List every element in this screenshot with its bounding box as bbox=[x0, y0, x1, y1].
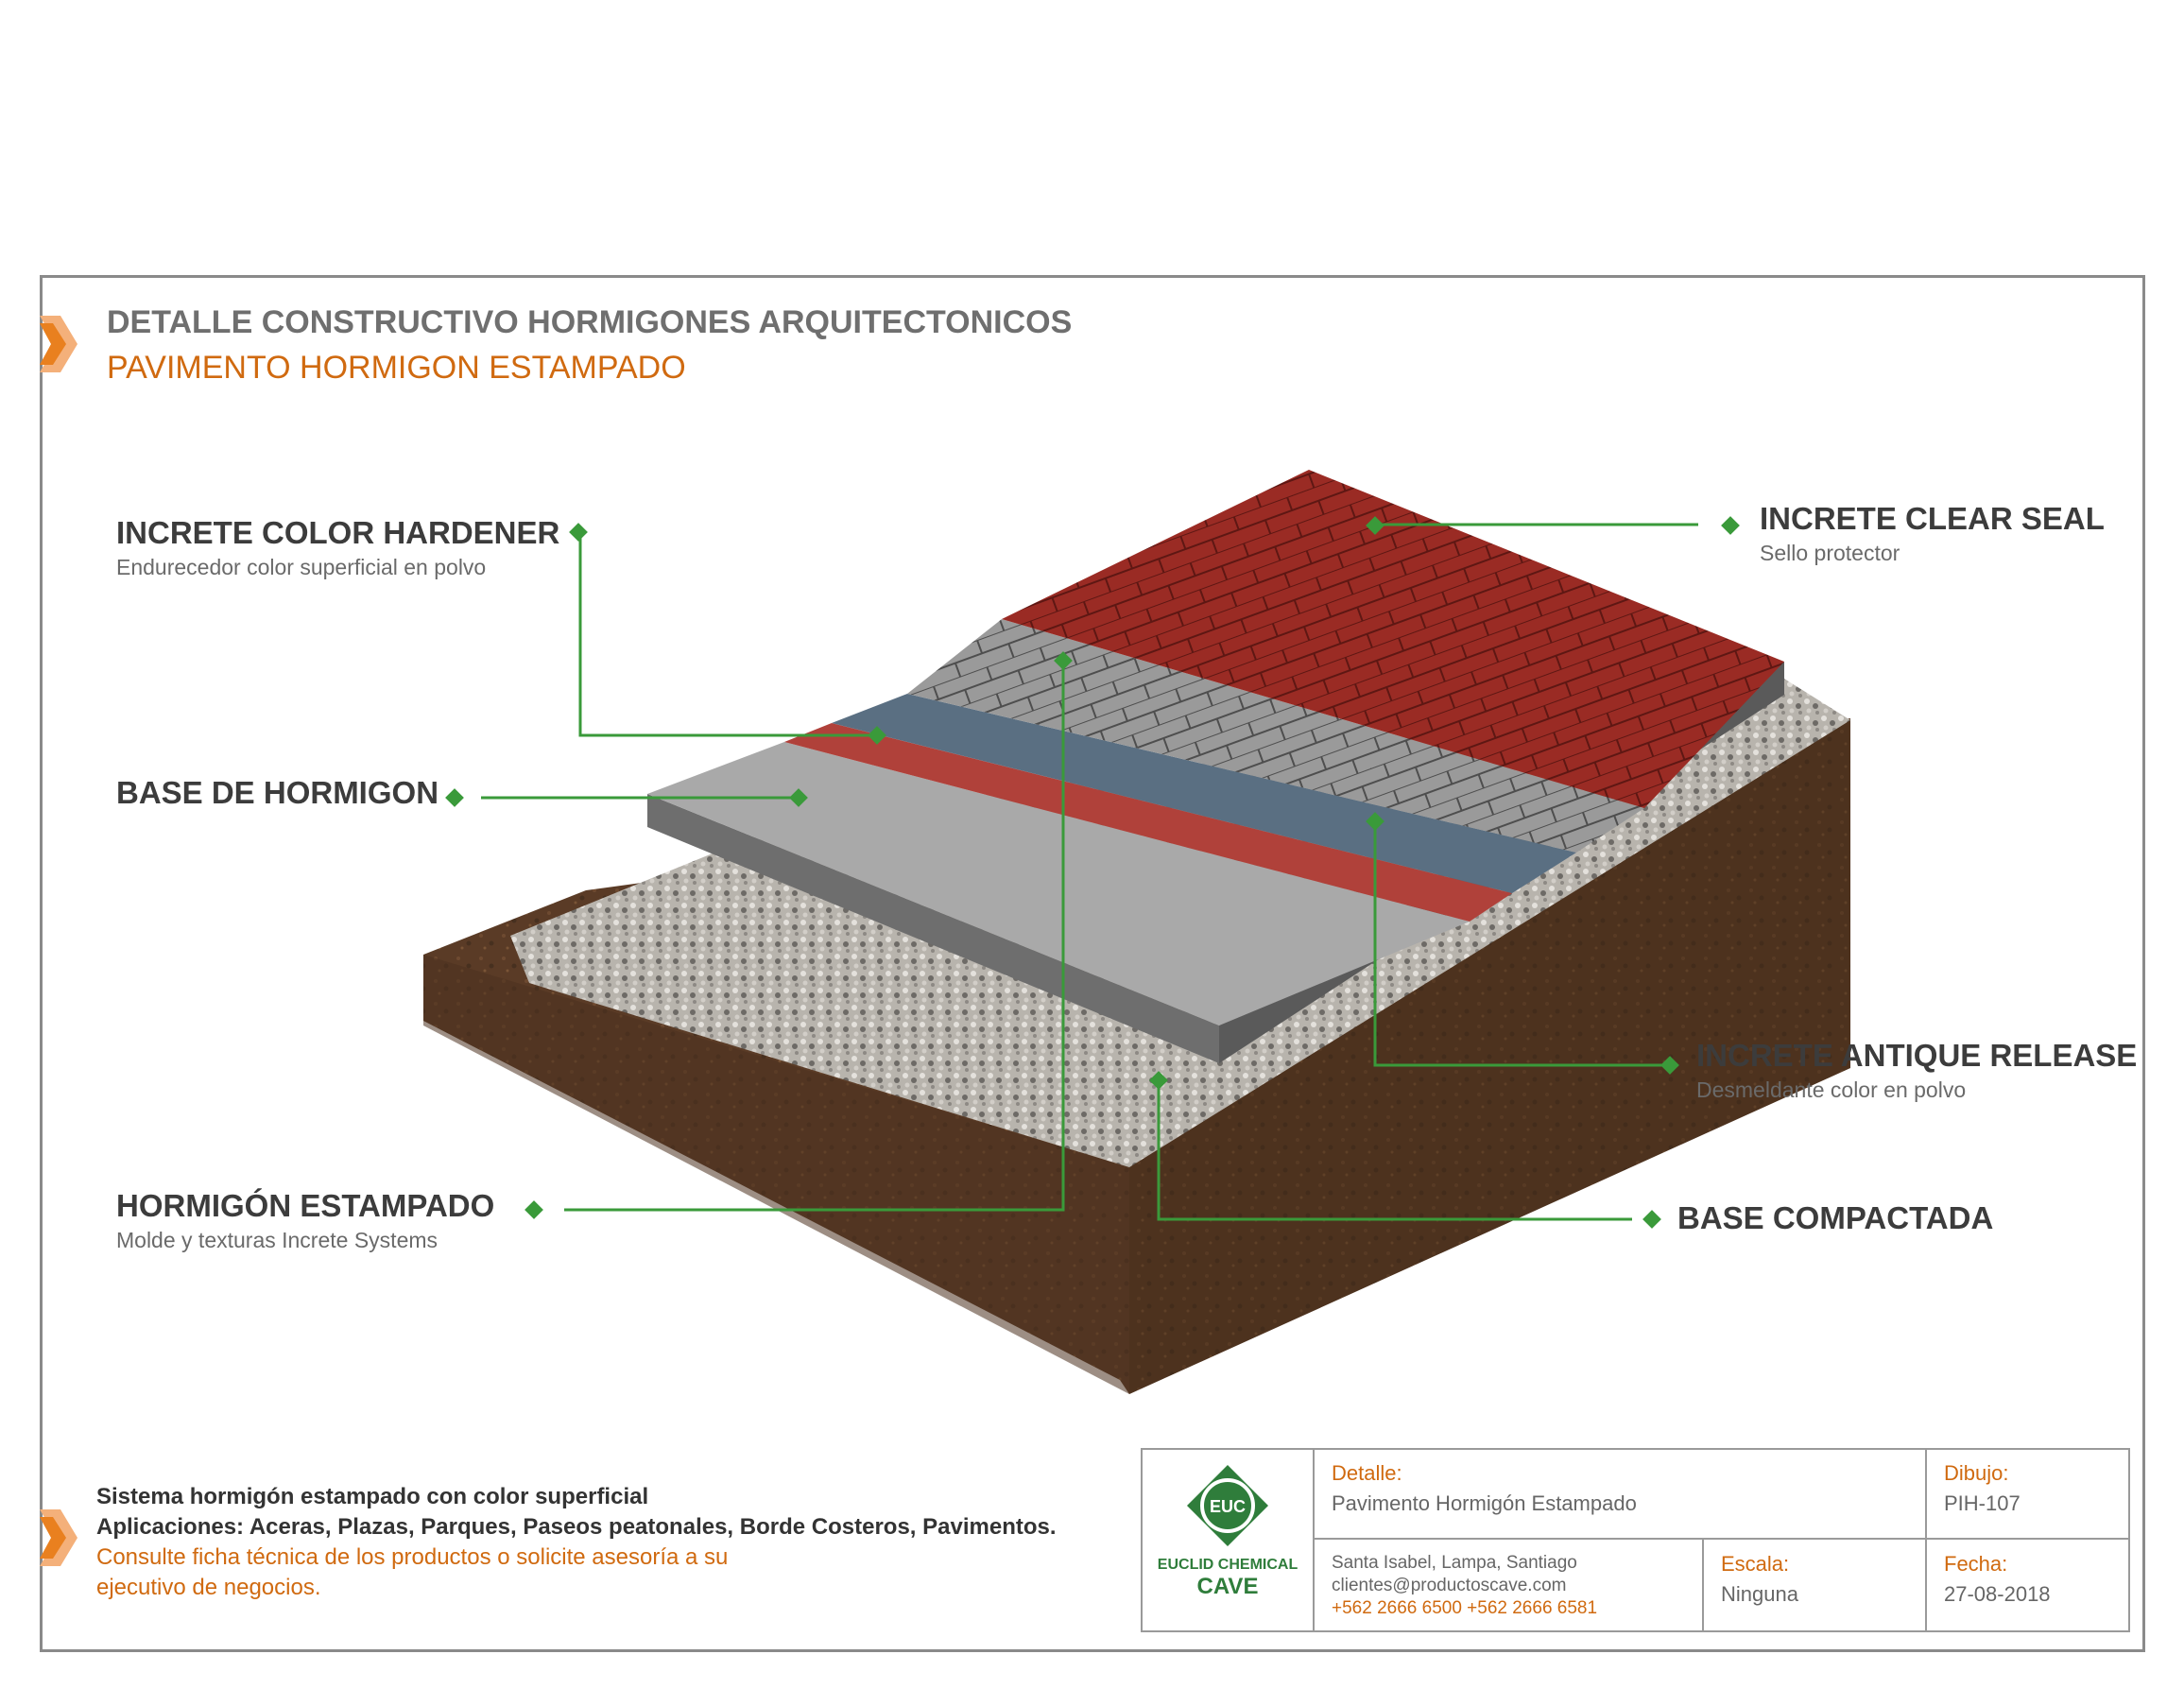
detalle-label: Detalle: bbox=[1332, 1461, 1402, 1485]
company-email: clientes@productoscave.com bbox=[1332, 1576, 1567, 1595]
callout-title: BASE DE HORMIGON bbox=[116, 775, 439, 810]
callout-hormigon-estampado: HORMIGÓN ESTAMPADO Molde y texturas Incr… bbox=[116, 1188, 494, 1253]
drawing-frame bbox=[40, 275, 2145, 1652]
escala-label: Escala: bbox=[1721, 1552, 1790, 1576]
callout-desc: Desmeldante color en polvo bbox=[1696, 1077, 1967, 1102]
dibujo-value: PIH-107 bbox=[1944, 1491, 2021, 1515]
company-phones: +562 2666 6500 +562 2666 6581 bbox=[1332, 1598, 1598, 1618]
note-system: Sistema hormigón estampado con color sup… bbox=[96, 1484, 649, 1509]
fecha-label: Fecha: bbox=[1944, 1552, 2008, 1576]
title-block: EUC EUCLID CHEMICAL CAVE Detalle: Pavime… bbox=[1141, 1448, 2130, 1632]
header-chevron-icon bbox=[40, 316, 77, 372]
euclid-logo-icon: EUC bbox=[1187, 1465, 1268, 1546]
callout-desc: Molde y texturas Increte Systems bbox=[116, 1228, 439, 1252]
note-consult-cont: ejecutivo de negocios. bbox=[96, 1575, 321, 1600]
callout-title: INCRETE ANTIQUE RELEASE bbox=[1696, 1038, 2138, 1073]
fecha-value: 27-08-2018 bbox=[1944, 1582, 2051, 1606]
company-address: Santa Isabel, Lampa, Santiago bbox=[1332, 1553, 1577, 1573]
notes-chevron-icon bbox=[40, 1509, 77, 1566]
callout-base-compactada: BASE COMPACTADA bbox=[1677, 1200, 1993, 1236]
page-subtitle: PAVIMENTO HORMIGON ESTAMPADO bbox=[107, 350, 686, 386]
callout-title: HORMIGÓN ESTAMPADO bbox=[116, 1188, 495, 1223]
detalle-value: Pavimento Hormigón Estampado bbox=[1332, 1491, 1637, 1515]
callout-title: BASE COMPACTADA bbox=[1677, 1200, 1994, 1235]
callout-title: INCRETE CLEAR SEAL bbox=[1760, 501, 2105, 536]
escala-value: Ninguna bbox=[1721, 1582, 1798, 1606]
logo-brand: EUCLID CHEMICAL bbox=[1157, 1557, 1298, 1573]
callout-antique-release: INCRETE ANTIQUE RELEASE Desmeldante colo… bbox=[1696, 1038, 2137, 1103]
note-applications: Aplicaciones: Aceras, Plazas, Parques, P… bbox=[96, 1514, 1057, 1540]
company-logo: EUC EUCLID CHEMICAL CAVE bbox=[1143, 1463, 1313, 1600]
dibujo-label: Dibujo: bbox=[1944, 1461, 2009, 1485]
svg-text:EUC: EUC bbox=[1210, 1497, 1246, 1516]
callout-base-hormigon: BASE DE HORMIGON bbox=[116, 775, 439, 811]
callout-color-hardener: INCRETE COLOR HARDENER Endurecedor color… bbox=[116, 515, 559, 580]
callout-desc: Sello protector bbox=[1760, 541, 1900, 565]
page-title: DETALLE CONSTRUCTIVO HORMIGONES ARQUITEC… bbox=[107, 304, 1073, 340]
system-notes: Sistema hormigón estampado con color sup… bbox=[96, 1482, 1057, 1603]
callout-clear-seal: INCRETE CLEAR SEAL Sello protector bbox=[1760, 501, 2105, 566]
callout-desc: Endurecedor color superficial en polvo bbox=[116, 555, 487, 579]
logo-name: CAVE bbox=[1196, 1574, 1259, 1599]
callout-title: INCRETE COLOR HARDENER bbox=[116, 515, 560, 550]
note-consult: Consulte ficha técnica de los productos … bbox=[96, 1544, 729, 1570]
